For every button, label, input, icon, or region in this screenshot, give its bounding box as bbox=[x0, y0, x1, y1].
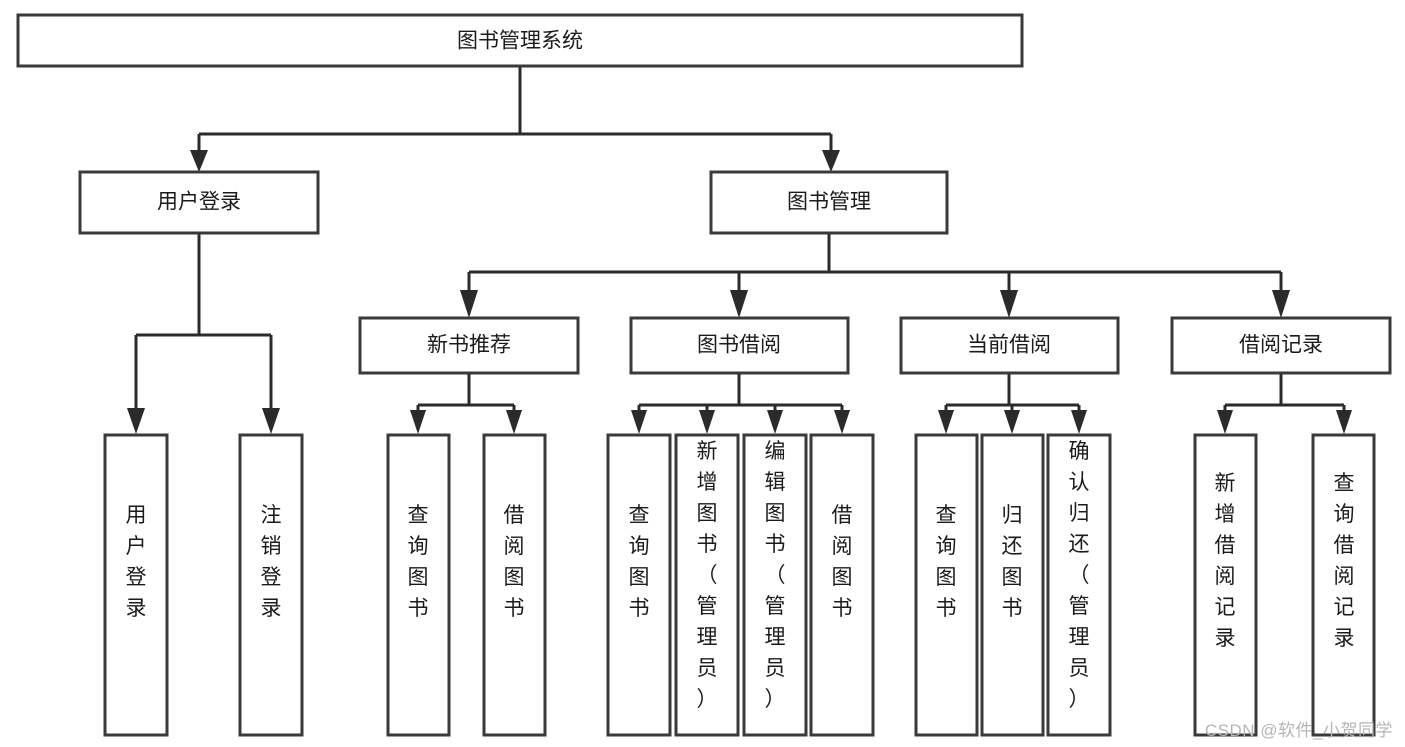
leaf-node[interactable]: 新增借阅记录 bbox=[1193, 433, 1258, 737]
leaf-logout-box[interactable] bbox=[238, 433, 304, 737]
leaf-node[interactable]: 查询图书 bbox=[606, 433, 672, 737]
leaf-currentborrow-confirm-label: 确认归还（管理员） bbox=[1069, 440, 1090, 711]
node-borrow-record-box[interactable] bbox=[1170, 316, 1392, 375]
leaf-currentborrow-confirm-box[interactable] bbox=[1046, 433, 1112, 737]
arrow-borrow-record-leaf-0 bbox=[1217, 410, 1233, 434]
leaf-node[interactable]: 编辑图书（管理员） bbox=[742, 433, 808, 737]
arrow-book-mgmt-child-2 bbox=[1000, 290, 1018, 318]
leaf-currentborrow-return-label: 归还图书 bbox=[1002, 504, 1023, 620]
leaf-currentborrow-query-label: 查询图书 bbox=[936, 504, 957, 620]
arrow-book-borrow-leaf-1 bbox=[699, 410, 715, 434]
leaf-newbook-query-label: 查询图书 bbox=[408, 504, 429, 620]
leaf-bookborrow-edit-box[interactable] bbox=[742, 433, 808, 737]
leaf-newbook-query-box[interactable] bbox=[386, 433, 451, 737]
arrow-root-to-user-login bbox=[190, 150, 208, 172]
leaf-record-query-box[interactable] bbox=[1311, 433, 1376, 737]
leaf-bookborrow-add-box[interactable] bbox=[674, 433, 740, 737]
node-user-login-box[interactable] bbox=[78, 170, 320, 235]
leaf-node[interactable]: 借阅图书 bbox=[809, 433, 875, 737]
leaf-bookborrow-edit-label: 编辑图书（管理员） bbox=[765, 440, 786, 711]
leaf-bookborrow-borrow-box[interactable] bbox=[809, 433, 875, 737]
arrow-current-borrow-leaf-2 bbox=[1071, 410, 1087, 434]
arrow-book-borrow-leaf-0 bbox=[631, 410, 647, 434]
leaf-bookborrow-query-box[interactable] bbox=[606, 433, 672, 737]
node-new-book-recommend-box[interactable] bbox=[358, 316, 580, 375]
leaf-node[interactable]: 查询图书 bbox=[386, 433, 451, 737]
node-book-management-label: 图书管理 bbox=[787, 191, 871, 214]
leaf-node[interactable]: 查询借阅记录 bbox=[1311, 433, 1376, 737]
node-current-borrow-label: 当前借阅 bbox=[967, 334, 1051, 357]
leaf-newbook-borrow-box[interactable] bbox=[482, 433, 547, 737]
node-book-management[interactable]: 图书管理 bbox=[709, 170, 949, 235]
leaf-node[interactable]: 归还图书 bbox=[980, 433, 1045, 737]
leaf-user-login-label: 用户登录 bbox=[126, 504, 147, 620]
leaf-record-query-label: 查询借阅记录 bbox=[1334, 472, 1355, 650]
node-user-login-label: 用户登录 bbox=[157, 191, 241, 214]
leaf-node[interactable]: 借阅图书 bbox=[482, 433, 547, 737]
watermark-text: CSDN @软件_小贺同学 bbox=[1204, 721, 1393, 740]
leaf-currentborrow-return-box[interactable] bbox=[980, 433, 1045, 737]
node-borrow-record[interactable]: 借阅记录 bbox=[1170, 316, 1392, 375]
leaf-newbook-borrow-label: 借阅图书 bbox=[504, 504, 525, 620]
arrow-book-borrow-leaf-3 bbox=[834, 410, 850, 434]
leaf-bookborrow-query-label: 查询图书 bbox=[629, 504, 650, 620]
arrow-book-mgmt-child-0 bbox=[460, 290, 478, 318]
node-book-management-box[interactable] bbox=[709, 170, 949, 235]
node-new-book-recommend[interactable]: 新书推荐 bbox=[358, 316, 580, 375]
leaf-bookborrow-add-label: 新增图书（管理员） bbox=[697, 440, 718, 711]
leaf-node[interactable]: 用户登录 bbox=[103, 433, 169, 737]
leaf-record-add-label: 新增借阅记录 bbox=[1215, 472, 1236, 650]
node-current-borrow[interactable]: 当前借阅 bbox=[899, 316, 1120, 375]
arrow-current-borrow-leaf-1 bbox=[1004, 410, 1020, 434]
arrow-user-login-leaf-1 bbox=[262, 408, 280, 434]
node-root-system-label: 图书管理系统 bbox=[457, 30, 583, 53]
node-book-borrow-box[interactable] bbox=[629, 316, 850, 375]
leaf-bookborrow-borrow-label: 借阅图书 bbox=[832, 504, 853, 620]
node-root-system-box[interactable] bbox=[16, 13, 1024, 68]
leaf-node[interactable]: 查询图书 bbox=[914, 433, 979, 737]
leaf-node[interactable]: 注销登录 bbox=[238, 433, 304, 737]
node-book-borrow[interactable]: 图书借阅 bbox=[629, 316, 850, 375]
arrow-book-mgmt-child-1 bbox=[730, 290, 748, 318]
arrow-new-book-leaf-0 bbox=[410, 410, 426, 434]
leaf-record-add-box[interactable] bbox=[1193, 433, 1258, 737]
arrow-new-book-leaf-1 bbox=[506, 410, 522, 434]
node-current-borrow-box[interactable] bbox=[899, 316, 1120, 375]
arrow-book-mgmt-child-3 bbox=[1272, 290, 1290, 318]
arrow-current-borrow-leaf-0 bbox=[938, 410, 954, 434]
leaf-node[interactable]: 新增图书（管理员） bbox=[674, 433, 740, 737]
leaf-user-login-box[interactable] bbox=[103, 433, 169, 737]
leaf-node[interactable]: 确认归还（管理员） bbox=[1046, 433, 1112, 737]
arrow-borrow-record-leaf-1 bbox=[1336, 410, 1352, 434]
arrow-book-borrow-leaf-2 bbox=[767, 410, 783, 434]
arrow-user-login-leaf-0 bbox=[127, 408, 145, 434]
arrow-root-to-book-mgmt bbox=[822, 150, 840, 172]
node-book-borrow-label: 图书借阅 bbox=[697, 334, 781, 357]
node-root-system[interactable]: 图书管理系统 bbox=[16, 13, 1024, 68]
node-borrow-record-label: 借阅记录 bbox=[1239, 334, 1323, 357]
node-user-login[interactable]: 用户登录 bbox=[78, 170, 320, 235]
node-new-book-recommend-label: 新书推荐 bbox=[427, 334, 511, 357]
leaf-logout-label: 注销登录 bbox=[261, 504, 282, 620]
connector-layer bbox=[127, 66, 1352, 434]
leaf-currentborrow-query-box[interactable] bbox=[914, 433, 979, 737]
